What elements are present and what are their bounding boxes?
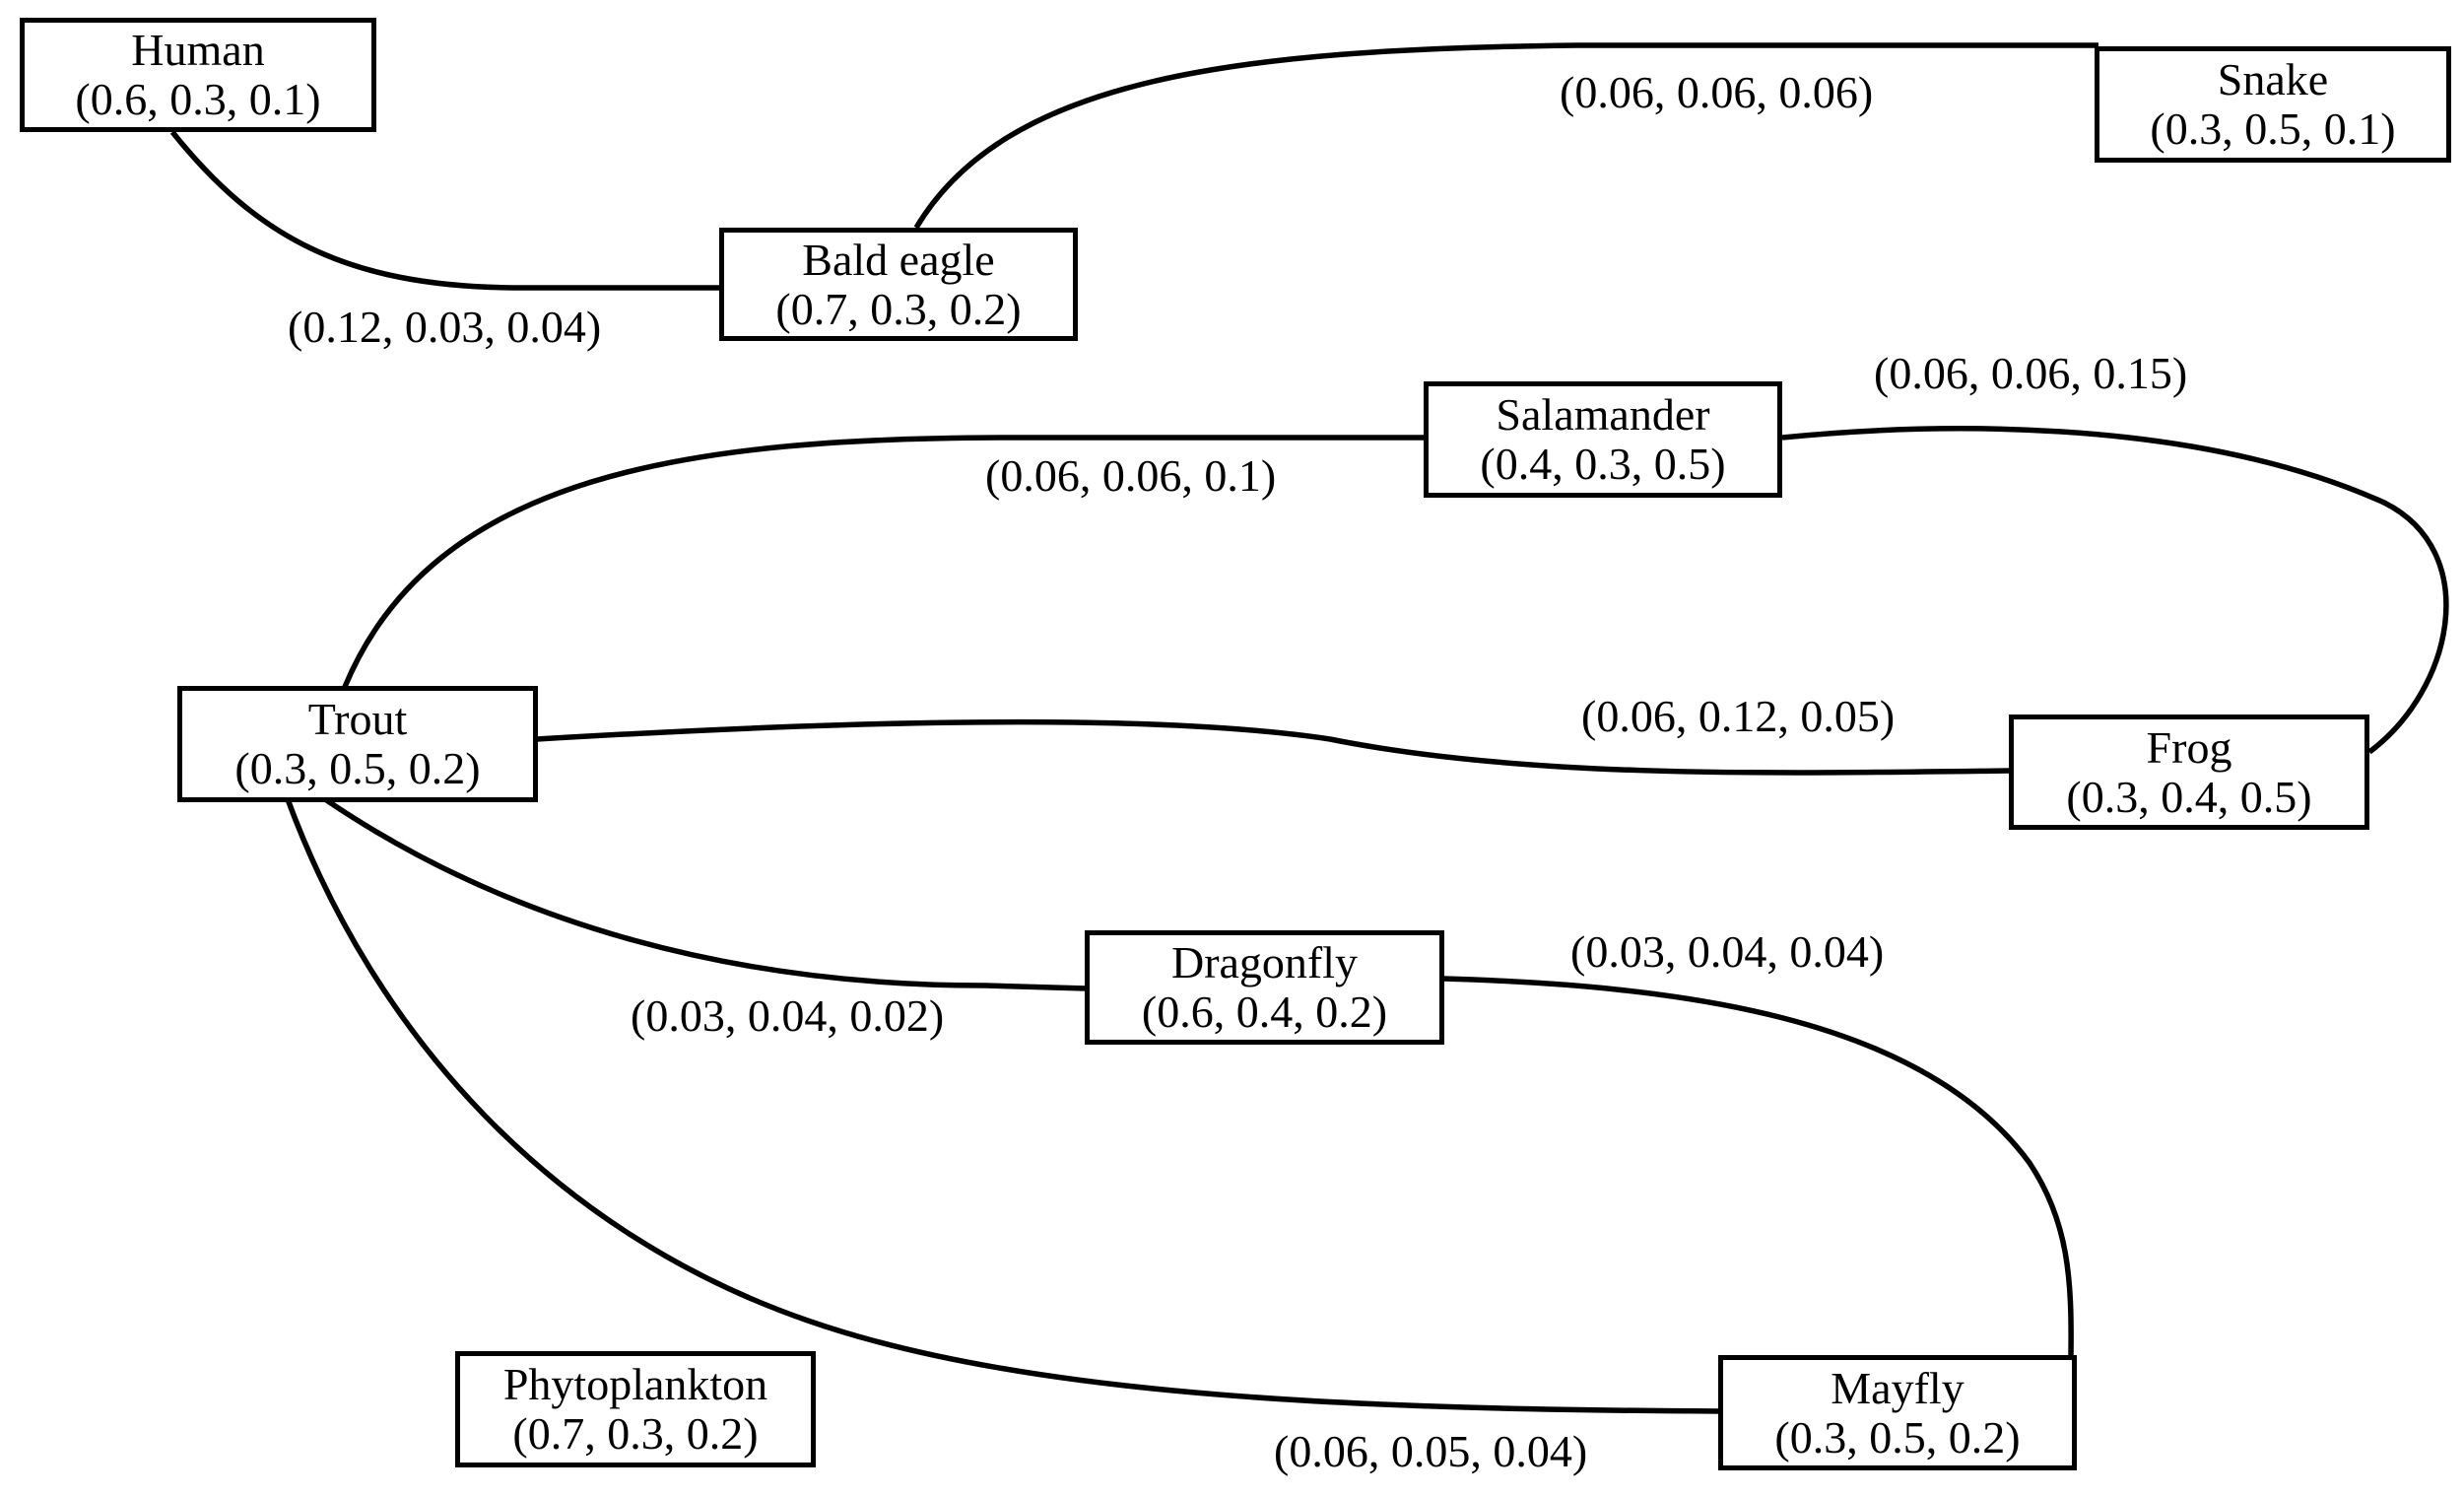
node-values: (0.4, 0.3, 0.5) [1480,439,1726,489]
node-name: Frog [2146,721,2232,773]
node-name: Bald eagle [802,234,995,285]
node-phytoplankton[interactable]: Phytoplankton (0.7, 0.3, 0.2) [455,1351,816,1467]
node-values: (0.3, 0.5, 0.2) [234,743,481,793]
node-name: Snake [2217,54,2329,105]
node-name: Human [131,25,265,76]
node-name: Trout [307,694,408,745]
node-values: (0.6, 0.3, 0.1) [75,74,321,124]
node-human[interactable]: Human (0.6, 0.3, 0.1) [20,18,376,132]
edge-label-trout-frog: (0.06, 0.12, 0.05) [1581,691,1896,741]
edge-label-dragonfly-mayfly: (0.03, 0.04, 0.04) [1570,926,1885,977]
node-snake[interactable]: Snake (0.3, 0.5, 0.1) [2095,46,2451,163]
edge-trout-dragonfly [323,796,1088,991]
node-mayfly[interactable]: Mayfly (0.3, 0.5, 0.2) [1718,1355,2077,1470]
edge-label-trout-dragonfly: (0.03, 0.04, 0.02) [631,990,945,1041]
node-name: Phytoplankton [502,1359,768,1410]
node-dragonfly[interactable]: Dragonfly (0.6, 0.4, 0.2) [1085,930,1444,1045]
edge-human-bald-eagle [169,130,721,291]
node-name: Dragonfly [1170,937,1359,988]
node-values: (0.3, 0.5, 0.2) [1774,1411,2021,1463]
node-values: (0.7, 0.3, 0.2) [512,1408,759,1459]
node-values: (0.7, 0.3, 0.2) [775,283,1022,334]
node-values: (0.3, 0.5, 0.1) [2150,103,2396,154]
edge-dragonfly-mayfly [1442,976,2074,1356]
node-values: (0.6, 0.4, 0.2) [1141,987,1388,1037]
edge-trout-mayfly [285,798,1721,1414]
edge-trout-salamander [342,435,1426,689]
node-bald-eagle[interactable]: Bald eagle (0.7, 0.3, 0.2) [719,228,1078,341]
node-trout[interactable]: Trout (0.3, 0.5, 0.2) [177,686,538,802]
edge-label-human-bald-eagle: (0.12, 0.03, 0.04) [288,302,602,352]
edge-label-bald-eagle-snake: (0.06, 0.06, 0.06) [1560,67,1874,117]
edge-salamander-frog [1781,426,2449,755]
node-name: Salamander [1496,389,1710,441]
edge-label-trout-mayfly: (0.06, 0.05, 0.04) [1274,1426,1588,1476]
edge-label-trout-salamander: (0.06, 0.06, 0.1) [985,450,1277,501]
edge-label-salamander-frog: (0.06, 0.06, 0.15) [1874,348,2188,398]
node-values: (0.3, 0.4, 0.5) [2066,771,2312,822]
node-frog[interactable]: Frog (0.3, 0.4, 0.5) [2009,714,2369,830]
node-salamander[interactable]: Salamander (0.4, 0.3, 0.5) [1424,381,1782,498]
edge-trout-frog [536,718,2011,776]
edge-bald-eagle-snake [913,42,2098,230]
node-name: Mayfly [1831,1362,1965,1413]
